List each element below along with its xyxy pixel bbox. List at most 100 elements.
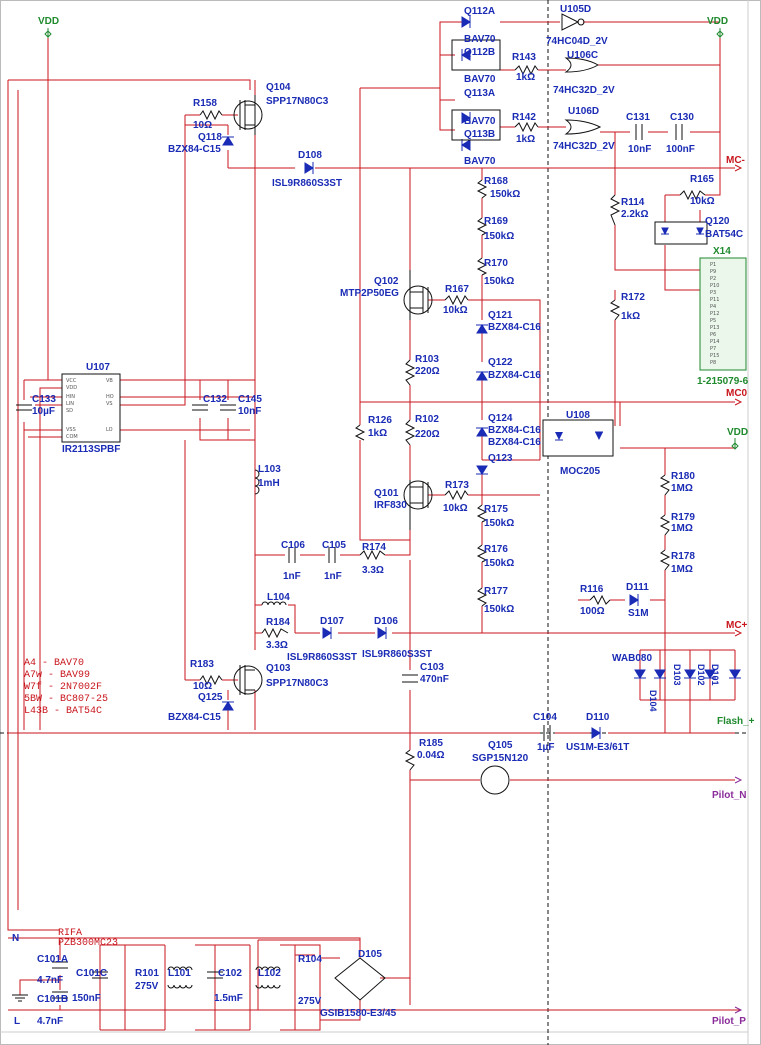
vdd-right-symbol bbox=[716, 28, 724, 38]
svg-text:LO: LO bbox=[106, 427, 113, 433]
r180-value: 1MΩ bbox=[671, 483, 693, 494]
svg-text:P3: P3 bbox=[710, 290, 716, 296]
r180-ref: R180 bbox=[671, 471, 695, 482]
c133-value: 10µF bbox=[32, 406, 55, 417]
r178-ref: R178 bbox=[671, 551, 695, 562]
q118-ref: Q118 bbox=[198, 132, 222, 143]
svg-text:P15: P15 bbox=[710, 353, 719, 359]
r175-value: 150kΩ bbox=[484, 518, 514, 529]
flash-label: Flash_+ bbox=[717, 716, 755, 727]
svg-text:P10: P10 bbox=[710, 283, 719, 289]
q112a-ref: Q112A bbox=[464, 6, 495, 17]
q112b-value: BAV70 bbox=[464, 74, 496, 85]
c131-ref: C131 bbox=[626, 112, 650, 123]
u105d-value: 74HC04D_2V bbox=[546, 36, 608, 47]
x14-ref: X14 bbox=[713, 246, 731, 257]
r103-value: 220Ω bbox=[415, 366, 440, 377]
svg-text:P2: P2 bbox=[710, 276, 716, 282]
x14-connector: P1 P9 P2 P10 P3 P11 P4 P12 P5 P13 P6 P14… bbox=[699, 257, 747, 371]
d106-ref: D106 bbox=[374, 616, 398, 627]
r172-value: 1kΩ bbox=[621, 311, 640, 322]
r126-ref: R126 bbox=[368, 415, 392, 426]
u108-optocoupler bbox=[542, 419, 614, 457]
r142-value: 1kΩ bbox=[516, 134, 535, 145]
r185-ref: R185 bbox=[419, 738, 443, 749]
r170-value: 150kΩ bbox=[484, 276, 514, 287]
r104-value: 275V bbox=[298, 996, 322, 1007]
c133-ref: C133 bbox=[32, 394, 56, 405]
r179-ref: R179 bbox=[671, 512, 695, 523]
q113b-value: BAV70 bbox=[464, 156, 496, 167]
mosfet-symbols bbox=[239, 95, 429, 695]
l103-value: 1mH bbox=[258, 478, 280, 489]
svg-text:COM: COM bbox=[66, 434, 78, 440]
d101-ref: D101 bbox=[710, 664, 720, 686]
d104-ref: D104 bbox=[648, 690, 658, 712]
r167-value: 10kΩ bbox=[443, 305, 468, 316]
q113b-outline bbox=[451, 109, 501, 141]
r170-ref: R170 bbox=[484, 258, 508, 269]
ground-symbol bbox=[12, 994, 28, 1002]
r185-value: 0.04Ω bbox=[417, 750, 444, 761]
q105-ref: Q105 bbox=[488, 740, 513, 751]
r102-ref: R102 bbox=[415, 414, 439, 425]
svg-text:HO: HO bbox=[106, 394, 114, 400]
c104-ref: C104 bbox=[533, 712, 557, 723]
d108-value: ISL9R860S3ST bbox=[272, 178, 342, 189]
r101-value: 275V bbox=[135, 981, 159, 992]
r101-ref: R101 bbox=[135, 968, 159, 979]
q113a-ref: Q113A bbox=[464, 88, 495, 99]
svg-text:VCC: VCC bbox=[66, 378, 77, 384]
q103-ref: Q103 bbox=[266, 663, 291, 674]
pilot-n-label: Pilot_N bbox=[712, 790, 746, 801]
legend-line: A7w - BAV99 bbox=[24, 670, 90, 681]
l104-ref: L104 bbox=[267, 592, 290, 603]
r142-ref: R142 bbox=[512, 112, 536, 123]
r102-value: 220Ω bbox=[415, 429, 440, 440]
c130-value: 100nF bbox=[666, 144, 695, 155]
d108-ref: D108 bbox=[298, 150, 322, 161]
diode-symbols bbox=[222, 16, 741, 739]
mc-plus-label: MC+ bbox=[726, 620, 748, 631]
q101-value: IRF830 bbox=[374, 500, 407, 511]
q124-ref: Q124 bbox=[488, 413, 513, 424]
vdd-left-symbol bbox=[44, 28, 52, 38]
legend-line: W7f - 2N7002F bbox=[24, 681, 102, 693]
q120-ref: Q120 bbox=[705, 216, 730, 227]
u106c-ref: U106C bbox=[567, 50, 598, 61]
q123-value: BZX84-C16 bbox=[488, 437, 541, 448]
n-label: N bbox=[12, 933, 19, 944]
r172-ref: R172 bbox=[621, 292, 645, 303]
wab080-ref: WAB080 bbox=[612, 653, 652, 664]
svg-text:SD: SD bbox=[66, 408, 73, 414]
u107-ref: U107 bbox=[86, 362, 110, 373]
c102-value: 1.5mF bbox=[214, 993, 243, 1004]
svg-text:P14: P14 bbox=[710, 339, 719, 345]
pilot-p-label: Pilot_P bbox=[712, 1016, 746, 1027]
c132-ref: C132 bbox=[203, 394, 227, 405]
marking-legend: A4 - BAV70 A7w - BAV99 W7f - 2N7002F 5BW… bbox=[24, 658, 108, 717]
mc-minus-label: MC- bbox=[726, 155, 745, 166]
resistor-symbols bbox=[199, 64, 706, 771]
r175-ref: R175 bbox=[484, 504, 508, 515]
u108-value: MOC205 bbox=[560, 466, 600, 477]
q125-value: BZX84-C15 bbox=[168, 712, 221, 723]
r126-value: 1kΩ bbox=[368, 428, 387, 439]
c103-ref: C103 bbox=[420, 662, 444, 673]
d106-value: ISL9R860S3ST bbox=[362, 649, 432, 660]
d107-ref: D107 bbox=[320, 616, 344, 627]
svg-text:P6: P6 bbox=[710, 332, 716, 338]
r165-ref: R165 bbox=[690, 174, 714, 185]
r116-ref: R116 bbox=[580, 584, 604, 595]
svg-text:VSS: VSS bbox=[66, 427, 76, 433]
r143-ref: R143 bbox=[512, 52, 536, 63]
svg-text:VS: VS bbox=[106, 401, 113, 407]
c101b-value: 4.7nF bbox=[37, 1016, 63, 1027]
q124-value: BZX84-C16 bbox=[488, 425, 541, 436]
l103-ref: L103 bbox=[258, 464, 281, 475]
r178-value: 1MΩ bbox=[671, 564, 693, 575]
q102-ref: Q102 bbox=[374, 276, 399, 287]
q104-value: SPP17N80C3 bbox=[266, 96, 329, 107]
capacitor-symbols bbox=[16, 124, 683, 999]
